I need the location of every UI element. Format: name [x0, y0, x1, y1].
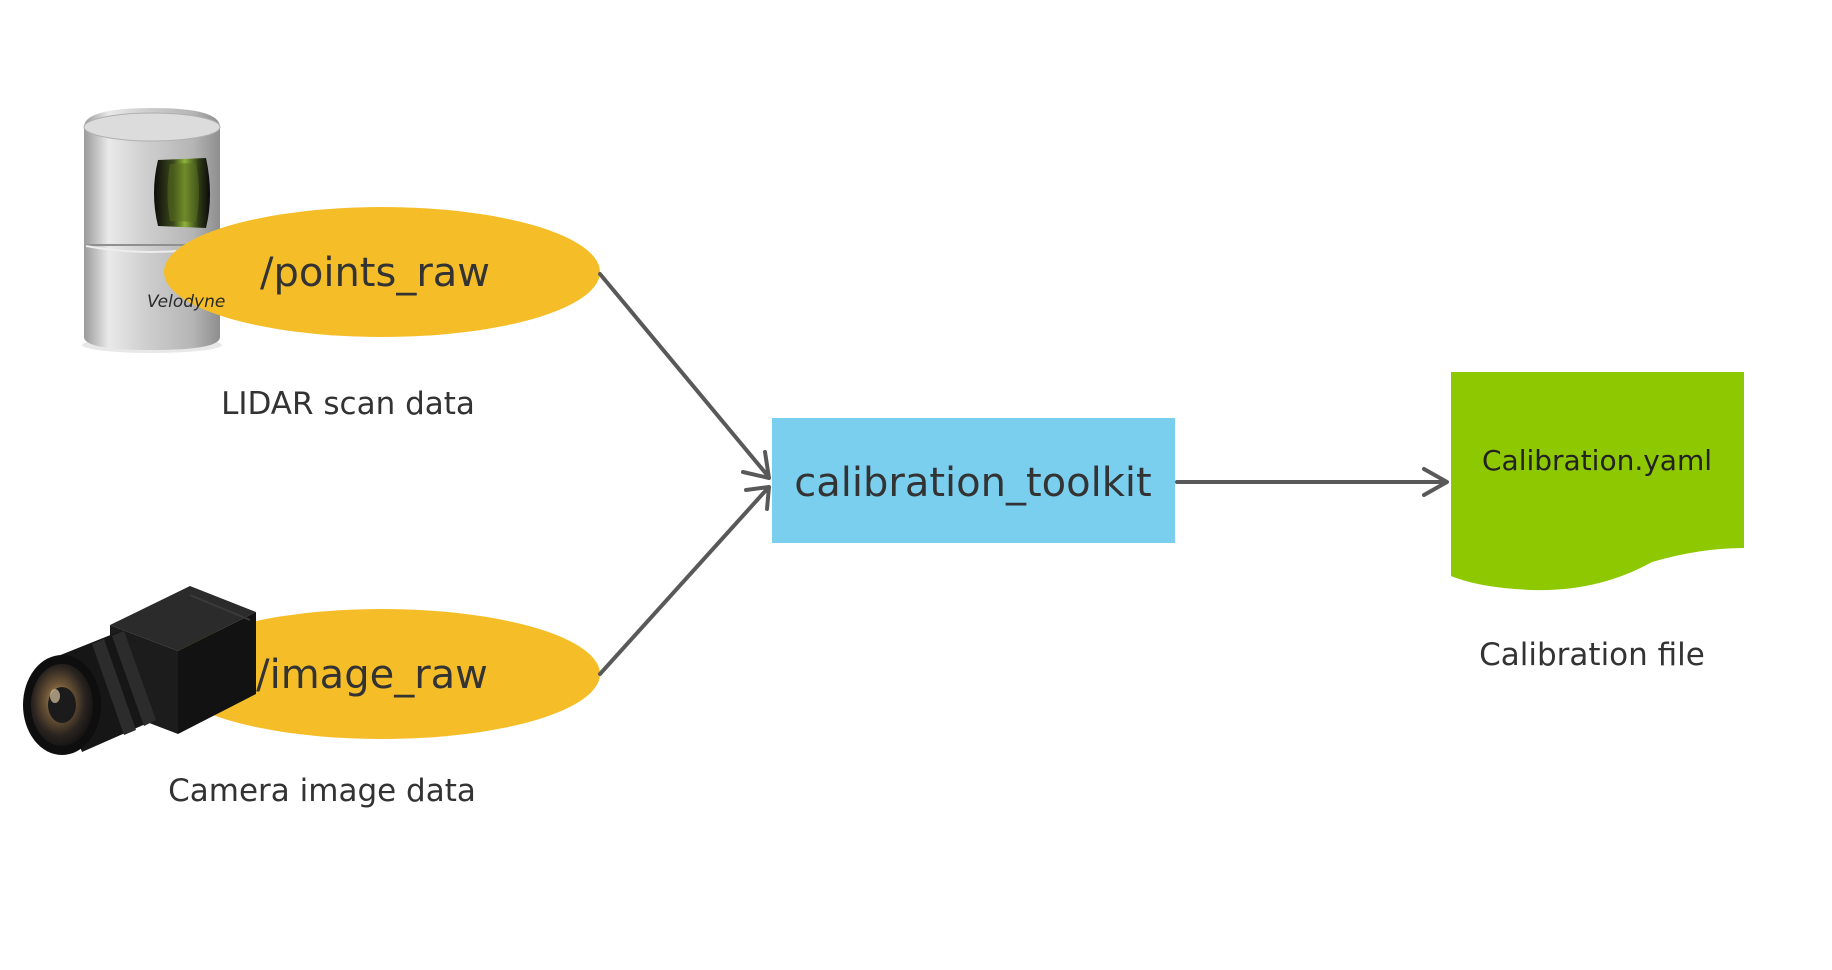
image-raw-label: /image_raw	[256, 652, 488, 698]
calibration-toolkit-node	[772, 418, 1175, 543]
lidar-sensor-icon	[82, 108, 222, 353]
calibration-file-label: Calibration.yaml	[1482, 444, 1712, 477]
arrow-points-to-toolkit	[598, 272, 771, 480]
lidar-logo-text: Velodyne	[147, 292, 225, 312]
document-file-icon	[1451, 372, 1744, 591]
points-raw-label: /points_raw	[260, 250, 490, 296]
image-raw-topic	[164, 609, 600, 739]
camera-icon	[23, 586, 256, 755]
lidar-caption: LIDAR scan data	[221, 386, 475, 422]
calibration-file-caption: Calibration file	[1479, 637, 1705, 673]
arrow-image-to-toolkit	[598, 485, 771, 676]
points-raw-topic	[164, 207, 600, 337]
calibration-toolkit-label: calibration_toolkit	[794, 460, 1151, 506]
arrow-toolkit-to-file	[1175, 467, 1449, 497]
camera-caption: Camera image data	[168, 773, 476, 809]
